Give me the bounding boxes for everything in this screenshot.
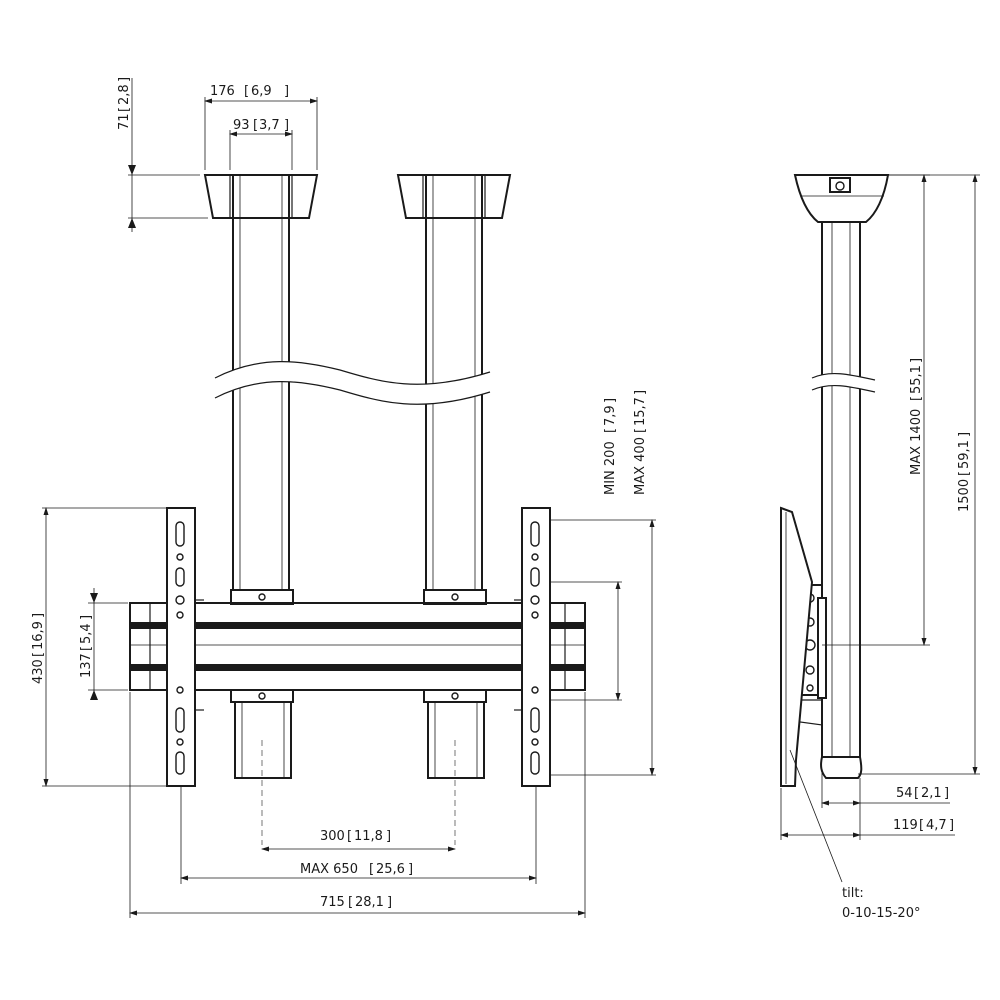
svg-text:]: ]	[284, 84, 289, 99]
side-display-bar	[780, 506, 814, 787]
tilt-values: 0-10-15-20°	[842, 906, 920, 921]
dimension-pole-spacing: 300 [ 11,8 ]	[261, 829, 456, 852]
dim-plate-depth-inch: 2,8	[117, 84, 132, 105]
svg-text:[: [	[633, 428, 648, 433]
svg-text:[: [	[909, 396, 924, 401]
svg-text:[: [	[347, 829, 352, 844]
pole-left-lower	[230, 689, 294, 845]
svg-text:]: ]	[387, 895, 392, 910]
dimension-plate-width: 176 [ 6,9 ]	[204, 84, 318, 170]
svg-text:[: [	[369, 862, 374, 877]
svg-text:[: [	[31, 652, 46, 657]
dim-pole-depth-inch: 2,1	[921, 786, 942, 801]
svg-text:]: ]	[909, 358, 924, 363]
svg-text:[: [	[79, 646, 94, 651]
pole-left-upper	[232, 174, 290, 604]
dim-pole-spacing-inch: 11,8	[354, 829, 383, 844]
dim-rail-height-label: 137	[79, 653, 94, 678]
pole-break-band	[214, 361, 491, 405]
side-break-band	[811, 372, 876, 393]
dim-total-depth-label: 119	[893, 818, 918, 833]
dim-hole-spacing-label: 93	[233, 118, 250, 133]
dim-total-drop-inch: 59,1	[957, 440, 972, 469]
vesa-strip-right	[514, 507, 551, 787]
svg-text:[: [	[914, 786, 919, 801]
pole-right-lower	[423, 689, 487, 845]
svg-text:]: ]	[949, 818, 954, 833]
dimension-total-drop: 1500 [ 59,1 ]	[858, 174, 980, 775]
dimension-hole-spacing: 93 [ 3,7 ]	[229, 118, 293, 170]
svg-text:]: ]	[633, 390, 648, 395]
dim-min-height-inch: 7,9	[603, 405, 618, 426]
dimension-max-width: MAX 650 [ 25,6 ]	[180, 786, 537, 884]
tilt-label: tilt:	[842, 886, 864, 901]
dim-plate-width-inch: 6,9	[251, 84, 272, 99]
dim-total-width-label: 715	[320, 895, 345, 910]
dim-total-depth-inch: 4,7	[926, 818, 947, 833]
svg-text:[: [	[603, 428, 618, 433]
svg-text:]: ]	[603, 398, 618, 403]
svg-text:[: [	[348, 895, 353, 910]
dim-rail-height-inch: 5,4	[79, 623, 94, 644]
vesa-strip-left	[166, 507, 204, 787]
dim-total-width-inch: 28,1	[355, 895, 384, 910]
ceiling-plate-right	[396, 174, 512, 219]
svg-text:[: [	[957, 471, 972, 476]
front-view: 176 [ 6,9 ] 93 [ 3,7 ] 71 [ 2,8 ]	[31, 77, 656, 918]
svg-text:]: ]	[957, 432, 972, 437]
side-view: MAX 1400 [ 55,1 ] 1500 [ 59,1 ] 54	[780, 174, 980, 921]
svg-text:]: ]	[408, 862, 413, 877]
svg-text:]: ]	[79, 615, 94, 620]
svg-text:[: [	[919, 818, 924, 833]
dim-min-height-label: MIN 200	[603, 441, 618, 495]
dim-max-height-label: MAX 400	[633, 437, 648, 495]
dim-pole-spacing-label: 300	[320, 829, 345, 844]
side-pole	[820, 221, 863, 779]
dim-max-drop-label: MAX 1400	[909, 409, 924, 475]
dim-hole-spacing-inch: 3,7	[259, 118, 280, 133]
svg-text:]: ]	[386, 829, 391, 844]
dimension-plate-depth: 71 [ 2,8 ]	[117, 77, 208, 232]
dim-total-height-inch: 16,9	[31, 621, 46, 650]
dimension-total-depth: 119 [ 4,7 ]	[780, 788, 955, 840]
dimension-total-width: 715 [ 28,1 ]	[129, 692, 586, 918]
dim-total-drop-label: 1500	[957, 479, 972, 512]
dim-max-width-inch: 25,6	[376, 862, 405, 877]
dimension-max-vesa-height: MAX 400 [ 15,7 ]	[550, 390, 656, 776]
side-ceiling-cap	[793, 174, 890, 223]
dimension-min-vesa-height: MIN 200 [ 7,9 ]	[550, 398, 622, 701]
svg-text:[: [	[117, 107, 132, 112]
dim-plate-width-label: 176	[210, 84, 235, 99]
svg-text:[: [	[253, 118, 258, 133]
svg-text:]: ]	[31, 613, 46, 618]
dim-total-height-label: 430	[31, 659, 46, 684]
svg-text:]: ]	[117, 77, 132, 82]
dim-max-height-inch: 15,7	[633, 397, 648, 426]
dim-max-drop-inch: 55,1	[909, 365, 924, 394]
dimension-max-drop: MAX 1400 [ 55,1 ]	[822, 174, 930, 646]
dimension-total-height: 430 [ 16,9 ]	[31, 507, 170, 787]
dimension-rail-height: 137 [ 5,4 ]	[79, 588, 128, 700]
dimension-pole-depth: 54 [ 2,1 ]	[821, 770, 950, 808]
tilt-note: tilt: 0-10-15-20°	[789, 749, 920, 921]
svg-text:]: ]	[284, 118, 289, 133]
ceiling-plate-left	[203, 174, 319, 219]
horizontal-rail	[129, 602, 586, 691]
dim-pole-depth-label: 54	[896, 786, 913, 801]
dim-max-width-label: MAX 650	[300, 862, 358, 877]
svg-text:[: [	[244, 84, 249, 99]
dim-plate-depth-label: 71	[117, 113, 132, 130]
svg-text:]: ]	[944, 786, 949, 801]
